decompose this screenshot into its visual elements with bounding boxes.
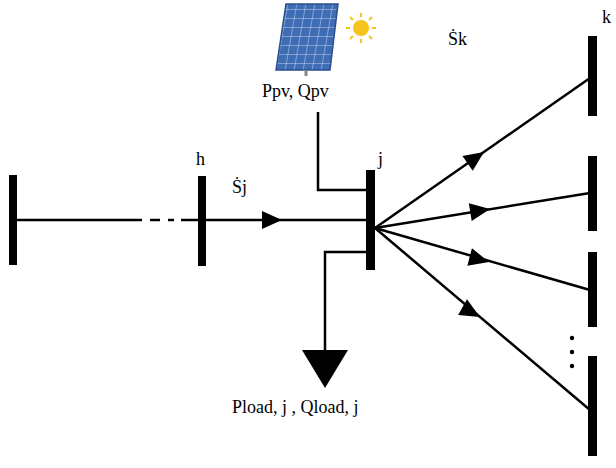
line xyxy=(17,219,142,222)
bus-bar xyxy=(366,170,375,270)
power-flow-label: Ṡk xyxy=(448,30,467,50)
arrowhead xyxy=(262,211,282,229)
pv-power-label: Ppv, Qpv xyxy=(262,82,329,102)
power-flow-label: Ṡj xyxy=(232,178,247,198)
bus-label: j xyxy=(378,150,383,170)
pv-feeder xyxy=(318,112,366,190)
bus-label: h xyxy=(196,150,205,170)
branches xyxy=(375,78,590,410)
panel-stand xyxy=(305,70,308,76)
line-dash xyxy=(168,219,174,222)
branch-arrowheads xyxy=(458,145,491,325)
line xyxy=(206,219,368,222)
load-feeder xyxy=(325,252,366,352)
bus-label: k xyxy=(602,8,611,28)
sun xyxy=(346,13,376,43)
bus-bar xyxy=(198,176,206,266)
bus-bar xyxy=(588,36,597,456)
load-power-label: Pload, j , Qload, j xyxy=(232,398,359,418)
pv-panel xyxy=(276,4,338,70)
load-arrow xyxy=(302,350,348,388)
continuation-dots xyxy=(570,336,574,368)
bus-bar xyxy=(9,175,17,265)
line xyxy=(181,219,200,222)
line-dash xyxy=(150,219,160,222)
